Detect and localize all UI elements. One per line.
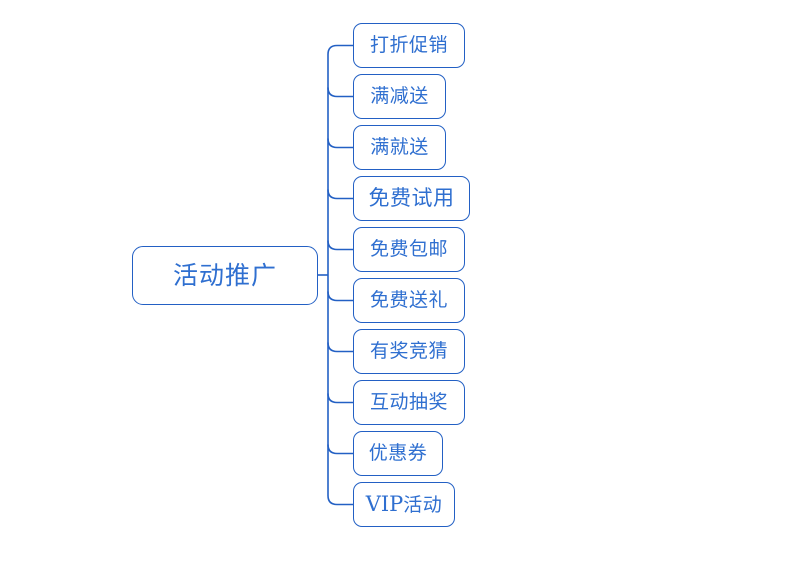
child-node-3-label: 满就送 [370,136,429,158]
child-node-4[interactable]: 免费试用 [353,176,470,221]
child-node-10-label: VIP活动 [366,494,443,515]
branch-connector-5 [327,240,353,251]
branch-connector-1 [327,44,353,55]
branch-connector-9 [327,444,353,455]
branch-connector-4 [327,189,353,200]
child-node-9[interactable]: 优惠券 [353,431,443,476]
child-node-5[interactable]: 免费包邮 [353,227,465,272]
child-node-8[interactable]: 互动抽奖 [353,380,465,425]
child-node-10[interactable]: VIP活动 [353,482,455,527]
child-node-10-label-cjk: 活动 [403,494,443,516]
child-node-1-label: 打折促销 [369,34,448,56]
child-node-3[interactable]: 满就送 [353,125,446,170]
child-node-5-label: 免费包邮 [369,238,448,260]
child-node-6-label: 免费送礼 [369,289,448,311]
branch-connector-8 [327,393,353,404]
child-node-7-label: 有奖竞猜 [369,340,448,362]
branch-connector-3 [327,138,353,149]
root-node-label: 活动推广 [172,261,277,290]
child-node-7[interactable]: 有奖竞猜 [353,329,465,374]
child-node-2-label: 满减送 [370,85,429,107]
child-node-4-label: 免费试用 [368,186,455,210]
child-node-6[interactable]: 免费送礼 [353,278,465,323]
branch-connector-10 [327,495,353,506]
branch-connector-6 [327,291,353,302]
branch-connector-2 [327,87,353,98]
child-node-10-label-latin: VIP [365,492,404,516]
branch-connector-7 [327,342,353,353]
child-node-8-label: 互动抽奖 [369,391,448,413]
child-node-1[interactable]: 打折促销 [353,23,465,68]
child-node-9-label: 优惠券 [368,442,428,464]
root-node[interactable]: 活动推广 [132,246,318,305]
child-node-2[interactable]: 满减送 [353,74,446,119]
